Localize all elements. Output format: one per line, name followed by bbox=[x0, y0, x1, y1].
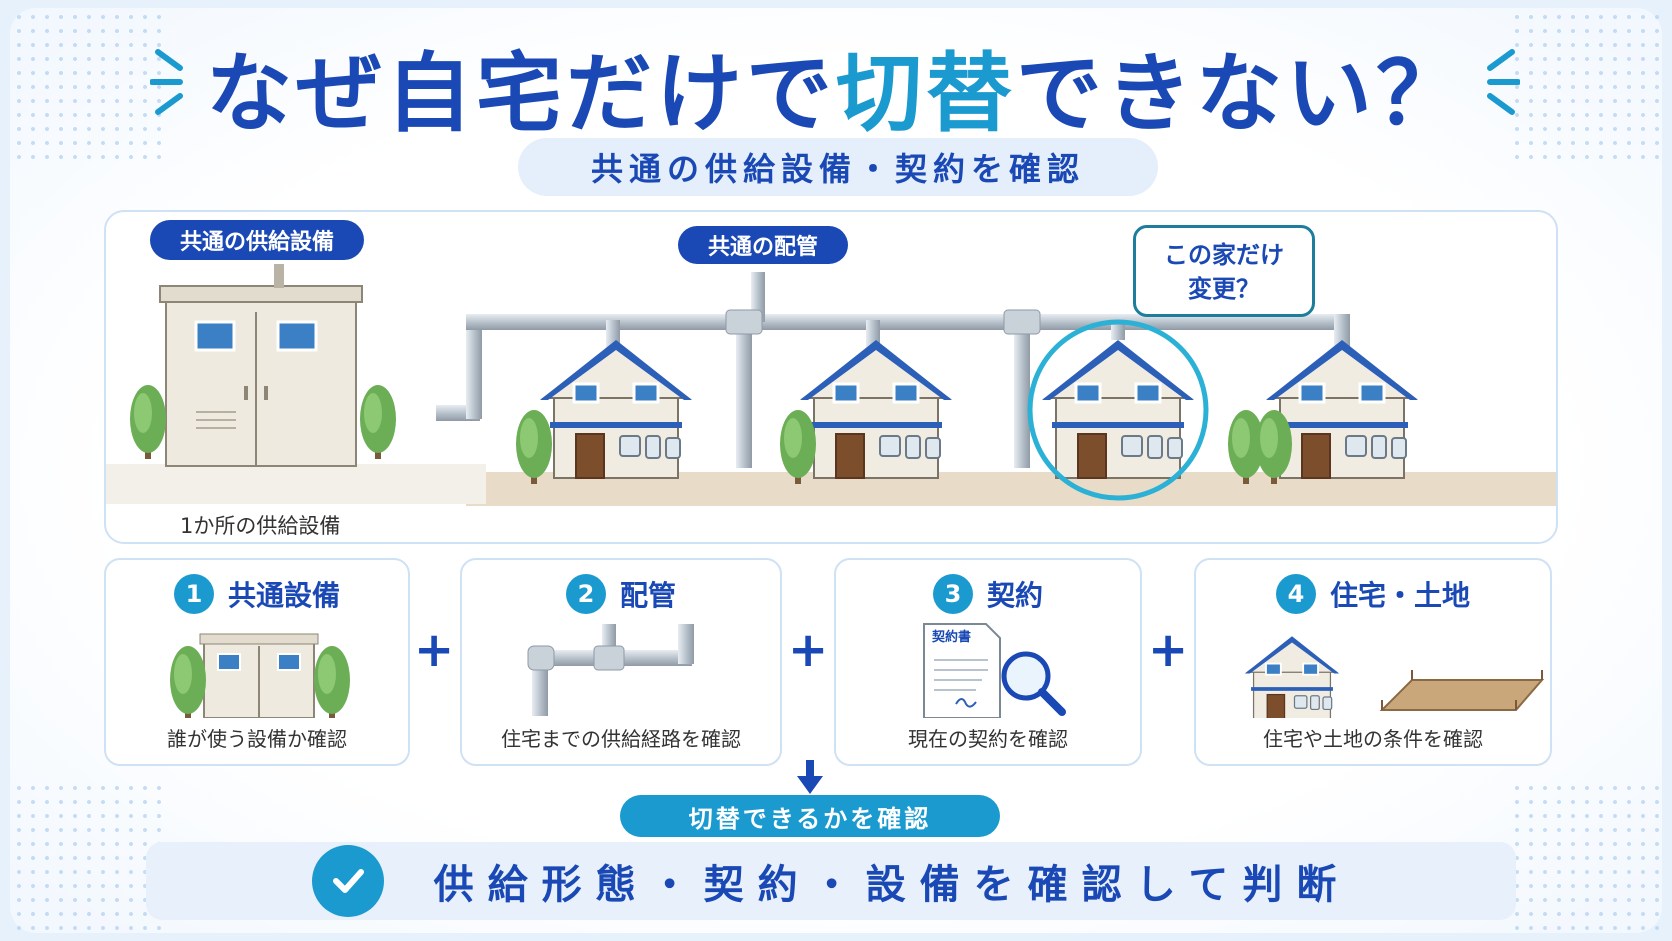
conclusion-text: 供給形態・契約・設備を確認して判断 bbox=[433, 862, 1351, 908]
scene-illustration bbox=[106, 264, 1556, 506]
house-land-icon bbox=[1243, 635, 1545, 718]
step-desc: 住宅までの供給経路を確認 bbox=[501, 727, 741, 751]
facility-caption: 1か所の供給設備 bbox=[180, 514, 341, 538]
step-card-4: 4 住宅・土地 住宅や土地の条件を確認 bbox=[1194, 558, 1552, 766]
down-arrow-icon bbox=[797, 760, 823, 794]
step-number: 1 bbox=[173, 574, 214, 614]
step-title: 共通設備 bbox=[227, 579, 340, 612]
bubble-line2: 変更？ bbox=[1188, 275, 1260, 303]
decor-dots bbox=[1510, 781, 1660, 931]
step-desc: 住宅や土地の条件を確認 bbox=[1263, 727, 1483, 751]
step-card-2: 2 配管 住宅までの供給経路を確認 bbox=[460, 558, 782, 766]
bubble-line1: この家だけ bbox=[1164, 241, 1284, 269]
step-number: 3 bbox=[932, 574, 973, 614]
decor-dots bbox=[1510, 10, 1660, 160]
step-desc: 現在の契約を確認 bbox=[908, 727, 1068, 751]
plus-icon: + bbox=[414, 622, 455, 678]
page-title: なぜ自宅だけで切替できない？ bbox=[206, 23, 1466, 148]
contract-magnifier-icon bbox=[923, 623, 1066, 718]
result-pill: 切替できるかを確認 bbox=[620, 795, 1000, 837]
plus-icon: + bbox=[1148, 622, 1189, 678]
step-number: 4 bbox=[1275, 574, 1316, 614]
step-title: 配管 bbox=[619, 579, 676, 612]
step-desc: 誰が使う設備か確認 bbox=[167, 727, 347, 751]
decor-dots bbox=[12, 781, 162, 931]
piping-label: 共通の配管 bbox=[678, 226, 848, 264]
title-row: なぜ自宅だけで切替できない？ bbox=[0, 30, 1672, 144]
supply-scene bbox=[104, 210, 1558, 544]
step-title: 住宅・土地 bbox=[1329, 579, 1470, 612]
sparkle-right-icon bbox=[1487, 49, 1520, 115]
speech-bubble: この家だけ 変更？ bbox=[1133, 225, 1315, 317]
step-card-3: 3 契約 契約書 現在の契約を確認 bbox=[834, 558, 1142, 766]
decor-dots bbox=[12, 10, 162, 160]
title-part2: できない？ bbox=[1016, 43, 1466, 144]
plus-icon: + bbox=[788, 622, 829, 678]
subtitle: 共通の供給設備・契約を確認 bbox=[518, 138, 1158, 196]
sparkle-left-icon bbox=[150, 49, 183, 115]
facility-label: 共通の供給設備 bbox=[150, 220, 364, 260]
facility-building bbox=[159, 264, 363, 467]
step-card-1: 1 共通設備 誰が使う設備か確認 bbox=[104, 558, 410, 766]
facility-icon bbox=[170, 633, 350, 718]
title-highlight: 切替 bbox=[836, 43, 1016, 144]
contract-doc-label: 契約書 bbox=[932, 630, 972, 645]
check-icon bbox=[311, 845, 384, 917]
step-number: 2 bbox=[565, 574, 606, 614]
step-title: 契約 bbox=[986, 579, 1043, 612]
pipe-icon bbox=[527, 624, 694, 716]
title-part1: なぜ自宅だけで bbox=[206, 43, 836, 144]
conclusion-banner: 供給形態・契約・設備を確認して判断 bbox=[146, 842, 1516, 920]
